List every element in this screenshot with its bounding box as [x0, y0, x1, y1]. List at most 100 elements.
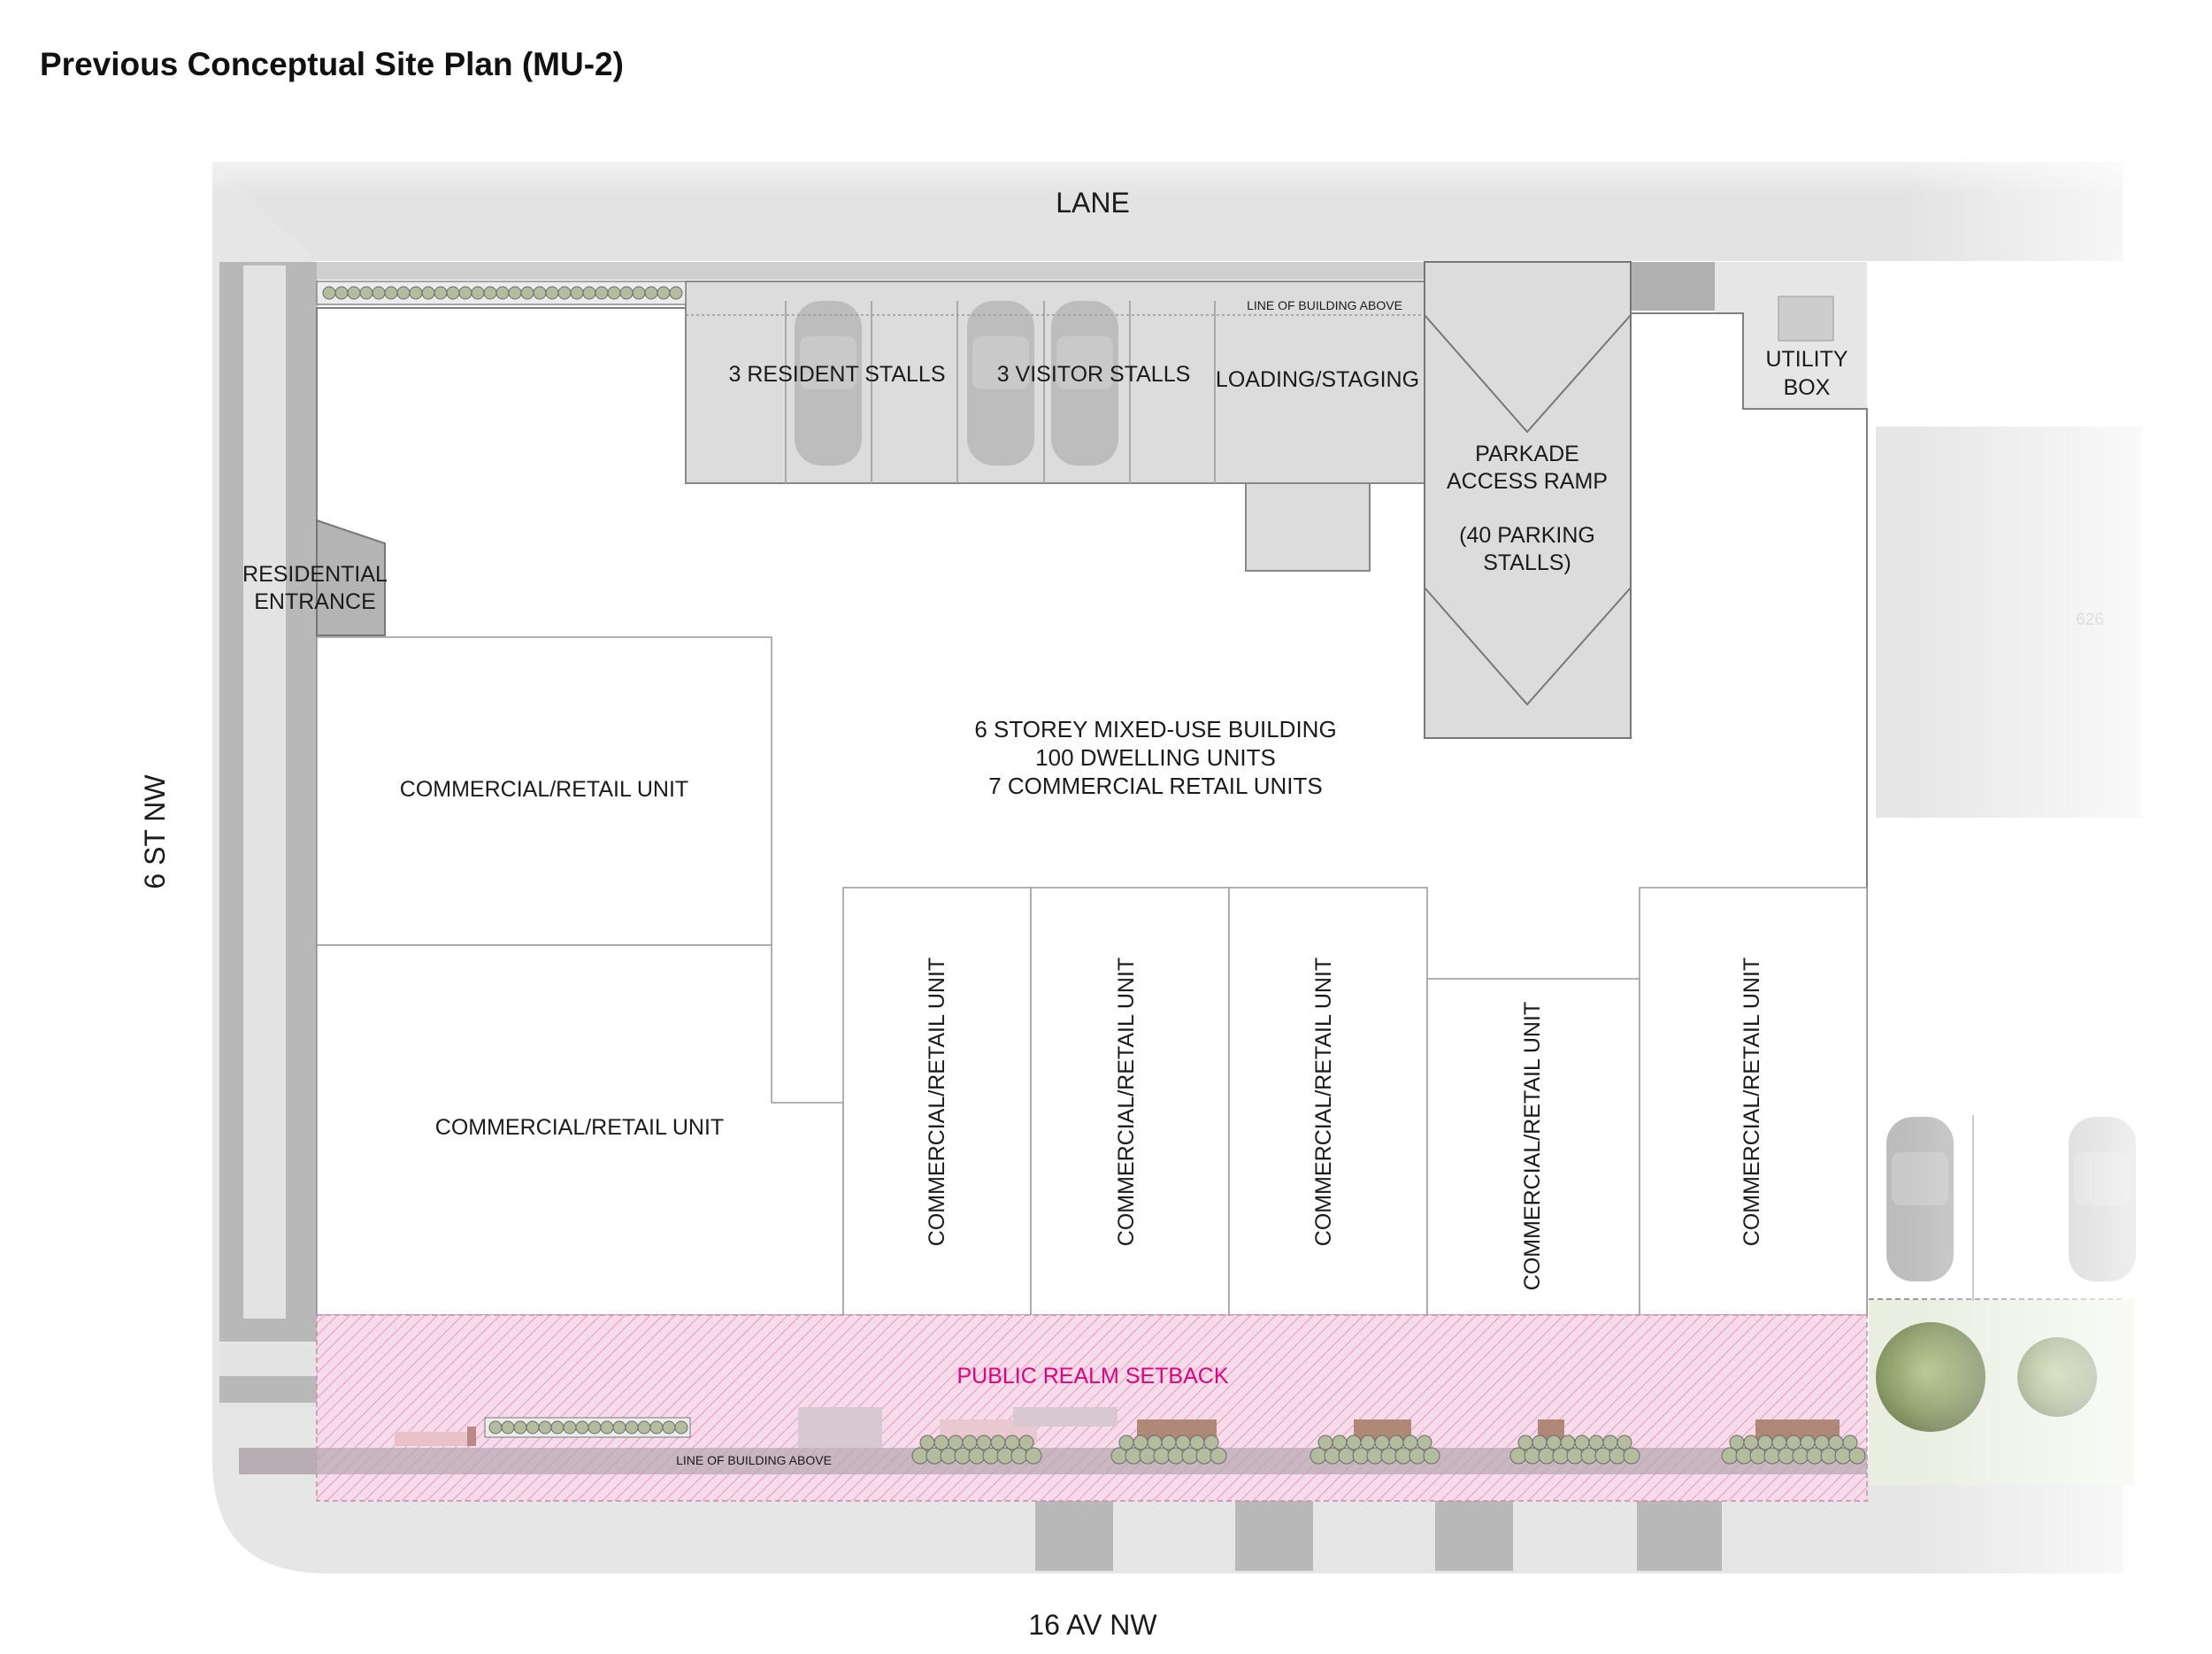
shrub-icon [538, 1420, 552, 1435]
shrub-icon [1388, 1435, 1404, 1450]
building-label-2: 100 DWELLING UNITS [1035, 744, 1276, 771]
unit-label: COMMERCIAL/RETAIL UNIT [435, 1115, 724, 1140]
parkade-label-5: STALLS) [1483, 550, 1571, 575]
street-planting [488, 1420, 1866, 1465]
shrub-icon [940, 1447, 957, 1465]
shrub-icon [1617, 1435, 1632, 1450]
shrub-icon [1374, 1435, 1390, 1450]
shrub-icon [557, 286, 572, 300]
parkade-label-2: ACCESS RAMP [1447, 469, 1608, 494]
shrub-icon [1195, 1447, 1213, 1465]
shrub-icon [619, 286, 634, 300]
shrub-icon [434, 286, 448, 300]
shrub-icon [1546, 1435, 1562, 1450]
shrub-icon [1332, 1435, 1348, 1450]
shrub-icon [1771, 1435, 1787, 1450]
shrub-icon [1800, 1435, 1816, 1450]
shrub-icon [612, 1420, 626, 1435]
shrub-icon [1609, 1447, 1626, 1465]
shrub-icon [1842, 1435, 1858, 1450]
shrub-icon [588, 1420, 602, 1435]
shrub-icon [990, 1435, 1006, 1450]
shrub-icon [1517, 1435, 1533, 1450]
shrub-icon [1153, 1447, 1171, 1465]
shrub-icon [483, 286, 497, 300]
shrub-icon [582, 286, 596, 300]
shrub-icon [607, 286, 621, 300]
resident-stalls-label: 3 RESIDENT STALLS [729, 362, 946, 387]
shrub-icon [1828, 1435, 1844, 1450]
shrub-icon [488, 1420, 503, 1435]
shrub-icon [1509, 1447, 1527, 1465]
unit-label: COMMERCIAL/RETAIL UNIT [1520, 1002, 1545, 1290]
shrub-icon [1749, 1447, 1767, 1465]
shrub-icon [1402, 1435, 1418, 1450]
shrub-icon [1004, 1435, 1020, 1450]
shrub-icon [669, 286, 683, 300]
shrub-icon [1574, 1435, 1590, 1450]
shrub-icon [1125, 1447, 1142, 1465]
shrub-icon [1580, 1447, 1598, 1465]
shrub-icon [662, 1420, 676, 1435]
shrub-icon [911, 1447, 929, 1465]
shrub-icon [508, 286, 522, 300]
shrub-icon [996, 1447, 1014, 1465]
shrub-icon [625, 1420, 639, 1435]
shrub-icon [976, 1435, 992, 1450]
shrub-icon [1588, 1435, 1604, 1450]
utility-box-label-2: BOX [1784, 375, 1831, 400]
shrub-icon [1532, 1435, 1548, 1450]
shrub-icon [1735, 1447, 1753, 1465]
shrub-icon [1848, 1447, 1866, 1465]
parkade-label-4: (40 PARKING [1459, 523, 1595, 548]
shrub-icon [1189, 1435, 1205, 1450]
unit-label: COMMERCIAL/RETAIL UNIT [400, 777, 688, 802]
shrub-icon [372, 286, 386, 300]
shrub-icon [1175, 1435, 1191, 1450]
shrub-icon [962, 1435, 978, 1450]
shrub-icon [334, 286, 349, 300]
shrub-icon [1778, 1447, 1795, 1465]
shrub-icon [1167, 1447, 1185, 1465]
shrub-icon [982, 1447, 1000, 1465]
shrub-icon [1814, 1435, 1830, 1450]
building-label-3: 7 COMMERCIAL RETAIL UNITS [988, 773, 1323, 799]
public-realm-setback [239, 1314, 1868, 1502]
shrub-icon [550, 1420, 565, 1435]
shrub-icon [1161, 1435, 1177, 1450]
residential-entrance-label-2: ENTRANCE [254, 589, 376, 614]
shrub-icon [1566, 1447, 1584, 1465]
shrub-icon [1806, 1447, 1824, 1465]
shrub-icon [1147, 1435, 1163, 1450]
shrub-icon [1757, 1435, 1773, 1450]
shrub-icon [1538, 1447, 1555, 1465]
shrub-icon [1409, 1447, 1426, 1465]
shrub-icon [632, 286, 646, 300]
shrub-icon [533, 286, 547, 300]
shrub-icon [954, 1447, 972, 1465]
shrub-icon [1743, 1435, 1759, 1450]
shrub-icon [1524, 1447, 1541, 1465]
building-label-1: 6 STOREY MIXED-USE BUILDING [974, 716, 1336, 742]
visitor-stalls-label: 3 VISITOR STALLS [997, 362, 1191, 387]
shrub-icon [526, 1420, 540, 1435]
shrub-icon [1203, 1435, 1219, 1450]
shrub-icon [1380, 1447, 1398, 1465]
shrub-icon [1552, 1447, 1570, 1465]
building-footprint [316, 261, 1868, 1316]
shrub-icon [1394, 1447, 1412, 1465]
south-street-label: 16 AV NW [1028, 1609, 1157, 1641]
lane-label: LANE [1056, 187, 1130, 219]
shrub-icon [1324, 1447, 1341, 1465]
shrub-icon [674, 1420, 688, 1435]
parkade-label-1: PARKADE [1475, 442, 1579, 466]
shrub-icon [359, 286, 373, 300]
shrub-icon [384, 286, 398, 300]
shrub-icon [1366, 1447, 1384, 1465]
shrub-icon [1133, 1435, 1148, 1450]
shrub-icon [1360, 1435, 1376, 1450]
shrub-icon [1729, 1435, 1745, 1450]
shrub-icon [1792, 1447, 1809, 1465]
residential-entrance-label-1: RESIDENTIAL [242, 562, 388, 587]
shrub-icon [926, 1447, 943, 1465]
